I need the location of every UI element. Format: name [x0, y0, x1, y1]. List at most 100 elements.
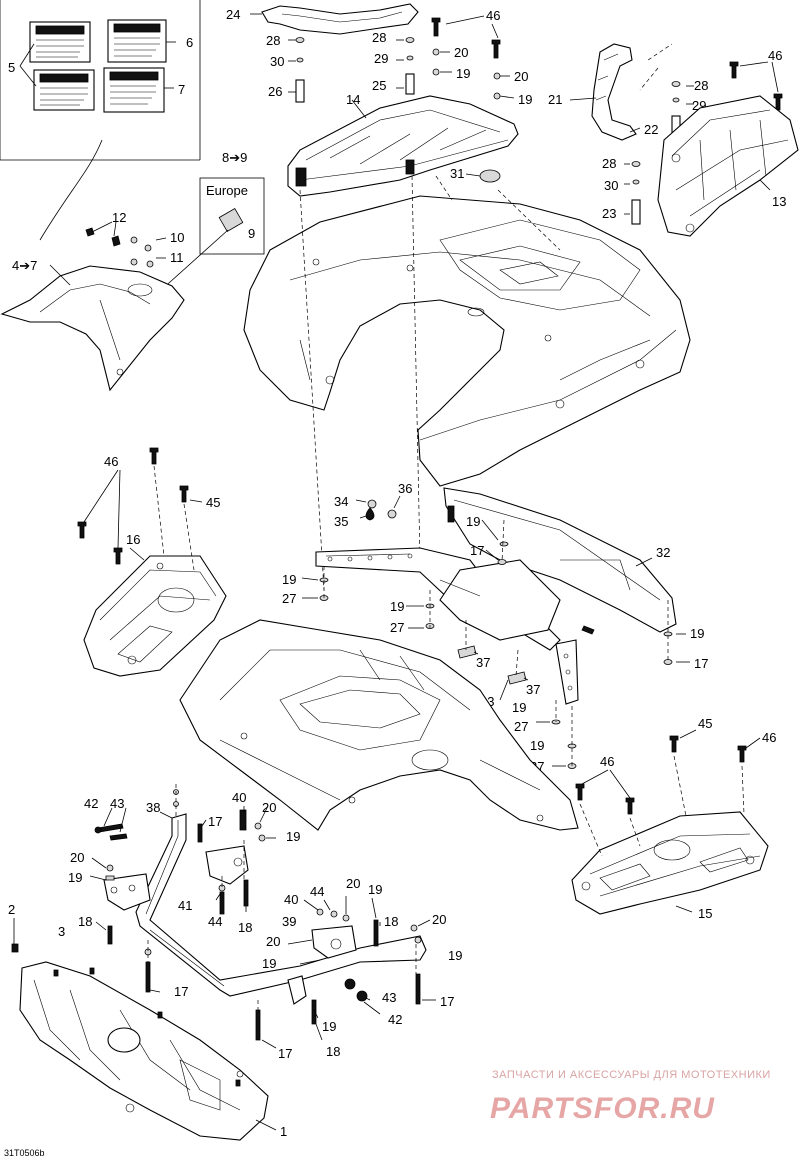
callout-22: 22 [644, 122, 658, 137]
callout-6: 6 [186, 35, 193, 50]
caution-decal-5 [29, 21, 91, 63]
callout-23: 23 [602, 206, 616, 221]
spacer-stack-right-upper [639, 43, 783, 137]
fastener-12-group [85, 221, 167, 268]
callout-40-b: 40 [284, 892, 298, 907]
callout-range-4-7: 4➔7 [12, 258, 37, 273]
callout-27-a: 27 [282, 591, 296, 606]
callout-17-e: 17 [440, 994, 454, 1009]
callout-14: 14 [346, 92, 360, 107]
callout-19-k: 19 [368, 882, 382, 897]
front-grille-1 [19, 961, 277, 1141]
attention-decal-6 [107, 19, 167, 63]
callout-18-d: 18 [326, 1044, 340, 1059]
callout-40-a: 40 [232, 790, 246, 805]
callout-21: 21 [548, 92, 562, 107]
callout-18-c: 18 [384, 914, 398, 929]
front-fender-body [179, 619, 579, 831]
callout-28-a: 28 [266, 33, 280, 48]
callout-19-e: 19 [390, 599, 404, 614]
callout-46-a: 46 [486, 8, 500, 23]
callout-17-b: 17 [694, 656, 708, 671]
callout-19-a: 19 [456, 66, 470, 81]
europe-region-label: Europe [206, 183, 248, 198]
callout-20-c: 20 [70, 850, 84, 865]
spacer-stack-center [396, 37, 415, 95]
callout-29-a: 29 [374, 51, 388, 66]
callout-43-a: 43 [110, 796, 124, 811]
callout-31: 31 [450, 166, 464, 181]
callout-26: 26 [268, 84, 282, 99]
callout-9: 9 [248, 226, 255, 241]
callout-17-d: 17 [174, 984, 188, 999]
callout-10: 10 [170, 230, 184, 245]
front-rack-38 [103, 811, 427, 1005]
callout-20-e: 20 [346, 876, 360, 891]
callout-38: 38 [146, 800, 160, 815]
callout-20-g: 20 [266, 934, 280, 949]
spacer-stack-right-lower [624, 161, 641, 225]
left-footrest-16 [83, 547, 227, 677]
drawing-code: 31T0506b [4, 1148, 45, 1158]
callout-46-e: 46 [600, 754, 614, 769]
callout-27-b: 27 [390, 620, 404, 635]
callout-11: 11 [170, 250, 184, 265]
callout-17-c: 17 [208, 814, 222, 829]
callout-19-g: 19 [512, 700, 526, 715]
callout-30-a: 30 [270, 54, 284, 69]
callout-18-b: 18 [238, 920, 252, 935]
reflector-9 [218, 208, 244, 232]
fasteners-46-45-right [575, 729, 761, 857]
callout-44-a: 44 [208, 914, 222, 929]
rear-rack-14 [287, 95, 519, 197]
callout-28-c: 28 [602, 156, 616, 171]
left-side-panel: 4➔7 [0, 258, 185, 392]
callout-36: 36 [398, 481, 412, 496]
callout-46-b: 46 [768, 48, 782, 63]
callout-5: 5 [8, 60, 15, 75]
callout-1: 1 [280, 1124, 287, 1139]
rear-frame-32 [315, 487, 677, 705]
attention-decal-7 [103, 67, 165, 113]
callout-43-b: 43 [382, 990, 396, 1005]
europe-box: 8➔9 Europe 9 [149, 150, 265, 301]
callout-19-m: 19 [448, 948, 462, 963]
callout-32: 32 [656, 545, 670, 560]
rear-grab-handle-24 [250, 3, 419, 35]
callout-27-c: 27 [514, 719, 528, 734]
callout-45-a: 45 [206, 495, 220, 510]
callout-37-a: 37 [476, 655, 490, 670]
callout-13: 13 [772, 194, 786, 209]
callout-46-d: 46 [762, 730, 776, 745]
callout-3: 3 [58, 924, 65, 939]
callout-19-l: 19 [262, 956, 276, 971]
callout-42-b: 42 [388, 1012, 402, 1027]
callout-19-f: 19 [690, 626, 704, 641]
callout-28-d: 28 [694, 78, 708, 93]
callout-37-b: 37 [526, 682, 540, 697]
right-footrest-15 [571, 811, 769, 915]
callout-34: 34 [334, 494, 348, 509]
watermark-brand: PARTSFOR.RU [490, 1092, 715, 1125]
caution-decal-5b [33, 69, 95, 111]
callout-35: 35 [334, 514, 348, 529]
callout-19-b: 19 [518, 92, 532, 107]
callout-7: 7 [178, 82, 185, 97]
callout-20-f: 20 [432, 912, 446, 927]
watermark-tagline: ЗАПЧАСТИ И АКСЕССУАРЫ ДЛЯ МОТОТЕХНИКИ [492, 1069, 771, 1081]
fastener-stack-46-a [431, 15, 515, 100]
callout-2: 2 [8, 902, 15, 917]
callout-19-d: 19 [282, 572, 296, 587]
callout-44-b: 44 [310, 884, 324, 899]
rear-fender-body [243, 195, 691, 487]
side-handle-21 [569, 43, 641, 141]
callout-16: 16 [126, 532, 140, 547]
front-rack-fasteners [11, 784, 436, 1049]
callout-45-b: 45 [698, 716, 712, 731]
callout-25: 25 [372, 78, 386, 93]
fasteners-46-45-left [77, 447, 203, 571]
callout-28-b: 28 [372, 30, 386, 45]
callout-20-b: 20 [514, 69, 528, 84]
callout-41: 41 [178, 898, 192, 913]
